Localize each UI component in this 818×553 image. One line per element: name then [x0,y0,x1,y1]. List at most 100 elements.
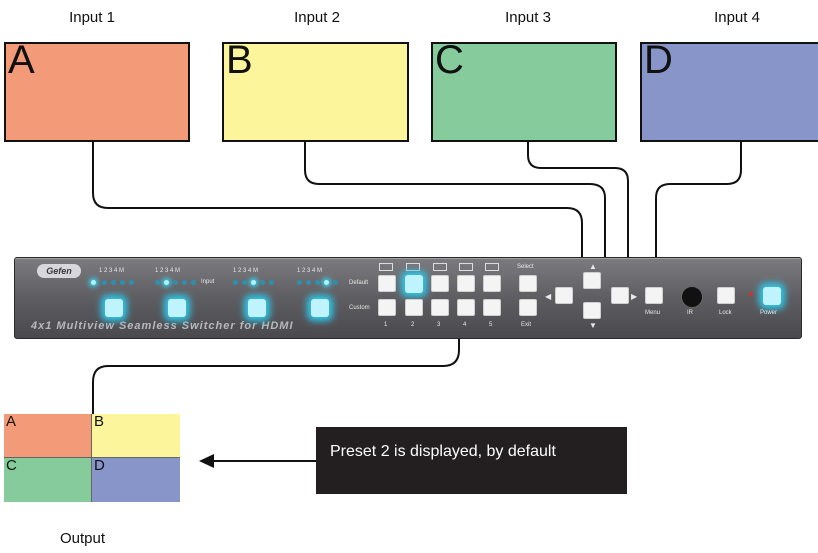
lock-label: Lock [719,310,732,316]
custom-label: Custom [349,305,370,311]
down-arrow-icon: ▼ [589,321,597,330]
select-button[interactable] [519,275,537,292]
output-quadrant-a: A [4,413,92,458]
input-2-screen: B [222,38,409,142]
led-labels-1: 1 2 3 4 M [99,268,125,274]
layout-2-icon [406,263,420,271]
callout-arrow-head [199,454,214,468]
exit-button[interactable] [519,299,537,316]
up-button[interactable] [583,272,601,289]
led-2-3 [173,280,178,285]
output-quadrant-b: B [92,413,180,458]
output-quadrant-c: C [4,457,92,502]
led-1-3 [111,280,116,285]
input-3-button[interactable] [248,299,266,317]
menu-label: Menu [645,310,661,316]
exit-label: Exit [521,322,532,328]
led-2-1 [155,280,160,285]
led-labels-3: 1 2 3 4 M [233,268,259,274]
callout-box: Preset 2 is displayed, by default [316,427,627,494]
led-1-1 [91,280,96,285]
up-arrow-icon: ▲ [589,262,597,271]
led-3-4 [260,280,265,285]
cable-input-2 [304,142,606,257]
default-preset-5-button[interactable] [483,275,501,292]
input-4-label: Input 4 [714,9,760,26]
output-quadrant-b-letter: B [94,413,105,430]
led-labels-4: 1 2 3 4 M [297,268,323,274]
preset-number-2: 2 [411,322,415,328]
led-4-m [333,280,338,285]
led-1-4 [120,280,125,285]
preset-number-4: 4 [463,322,467,328]
input-1-button[interactable] [105,299,123,317]
default-preset-2-button[interactable] [405,275,423,293]
custom-preset-4-button[interactable] [457,299,475,316]
led-2-m [191,280,196,285]
led-4-2 [306,280,311,285]
led-4-4 [324,280,329,285]
layout-5-icon [485,263,499,271]
lock-button[interactable] [717,287,735,304]
left-arrow-icon: ◀ [545,292,552,301]
power-label: Power [760,310,778,316]
default-preset-4-button[interactable] [457,275,475,292]
preset-number-3: 3 [437,322,441,328]
switcher-panel: Gefen 4x1 Multiview Seamless Switcher fo… [14,257,802,339]
layout-3-icon [433,263,447,271]
select-label: Select [517,264,534,270]
output-quadrant-d-letter: D [94,457,105,474]
custom-preset-5-button[interactable] [483,299,501,316]
input-4-screen: D [640,38,818,142]
input-4-button[interactable] [311,299,329,317]
led-4-3 [315,280,320,285]
output-label: Output [60,530,106,547]
led-3-3 [251,280,256,285]
power-button[interactable] [763,287,781,305]
output-quadrant-c-letter: C [6,457,17,474]
led-1-2 [102,280,107,285]
output-quadrant-a-letter: A [6,413,17,430]
custom-preset-1-button[interactable] [378,299,396,316]
down-button[interactable] [583,302,601,319]
preset-number-1: 1 [384,322,388,328]
custom-preset-2-button[interactable] [405,299,423,316]
led-2-4 [182,280,187,285]
gefen-logo: Gefen [37,264,81,278]
cable-input-4 [655,142,742,257]
output-quadrant-d: D [92,457,180,502]
default-preset-1-button[interactable] [378,275,396,292]
callout-text: Preset 2 is displayed, by default [330,443,556,460]
input-2-button[interactable] [168,299,186,317]
lock-indicator-led [749,292,753,296]
model-name: 4x1 Multiview Seamless Switcher for HDMI [31,320,294,332]
led-2-2 [164,280,169,285]
input-3-screen: C [431,38,617,142]
left-button[interactable] [555,287,573,304]
default-preset-3-button[interactable] [431,275,449,292]
led-3-1 [233,280,238,285]
input-3-letter: C [435,38,464,82]
ir-sensor [681,286,703,308]
menu-button[interactable] [645,287,663,304]
led-4-1 [297,280,302,285]
led-3-m [269,280,274,285]
layout-4-icon [459,263,473,271]
input-1-letter: A [8,38,35,82]
preset-number-5: 5 [489,322,493,328]
input-indicator-label: Input [201,279,215,285]
input-4-letter: D [644,38,673,82]
right-arrow-icon: ▶ [631,292,638,301]
led-labels-2: 1 2 3 4 M [155,268,181,274]
custom-preset-3-button[interactable] [431,299,449,316]
input-2-letter: B [226,38,253,82]
input-2-label: Input 2 [294,9,340,26]
led-3-2 [242,280,247,285]
input-3-label: Input 3 [505,9,551,26]
right-button[interactable] [611,287,629,304]
ir-label: IR [687,310,693,316]
cable-output [92,337,460,414]
input-1-label: Input 1 [69,9,115,26]
cable-input-3 [527,142,629,257]
